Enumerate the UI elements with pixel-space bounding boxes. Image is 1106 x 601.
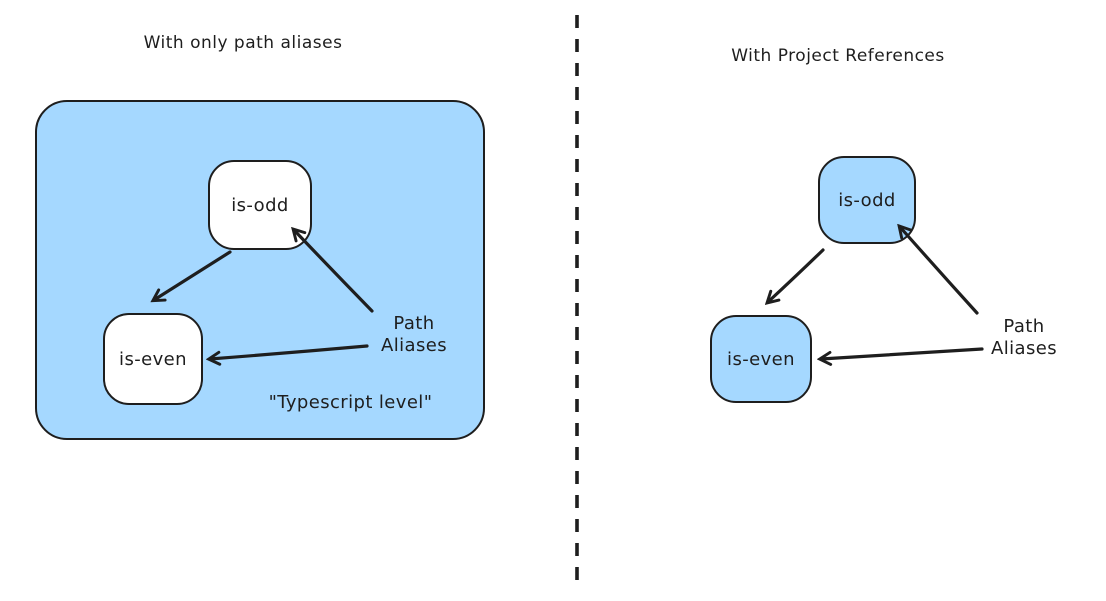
path-aliases-right-line1: Path bbox=[1003, 316, 1045, 337]
arrow-isodd-to-iseven-right bbox=[768, 248, 825, 302]
path-aliases-annotation-right: Path Aliases bbox=[982, 316, 1066, 360]
node-is-even-left: is-even bbox=[103, 313, 203, 405]
node-is-odd-left-label: is-odd bbox=[231, 194, 289, 216]
path-aliases-left-line2: Aliases bbox=[381, 335, 447, 356]
path-aliases-right-line2: Aliases bbox=[991, 338, 1057, 359]
arrow-aliases-to-isodd-right bbox=[900, 227, 979, 315]
node-is-odd-left: is-odd bbox=[208, 160, 312, 250]
node-is-odd-right-label: is-odd bbox=[838, 189, 896, 211]
path-aliases-annotation-left: Path Aliases bbox=[372, 313, 456, 357]
typescript-level-container bbox=[35, 100, 485, 440]
arrow-aliases-to-iseven-right bbox=[821, 347, 984, 359]
path-aliases-left-line1: Path bbox=[393, 313, 435, 334]
node-is-even-right: is-even bbox=[710, 315, 812, 403]
node-is-odd-right: is-odd bbox=[818, 156, 916, 244]
left-panel-title: With only path aliases bbox=[143, 33, 343, 53]
typescript-level-caption: "Typescript level" bbox=[268, 392, 433, 413]
node-is-even-right-label: is-even bbox=[727, 348, 795, 370]
node-is-even-left-label: is-even bbox=[119, 348, 187, 370]
right-panel-title: With Project References bbox=[731, 46, 945, 66]
